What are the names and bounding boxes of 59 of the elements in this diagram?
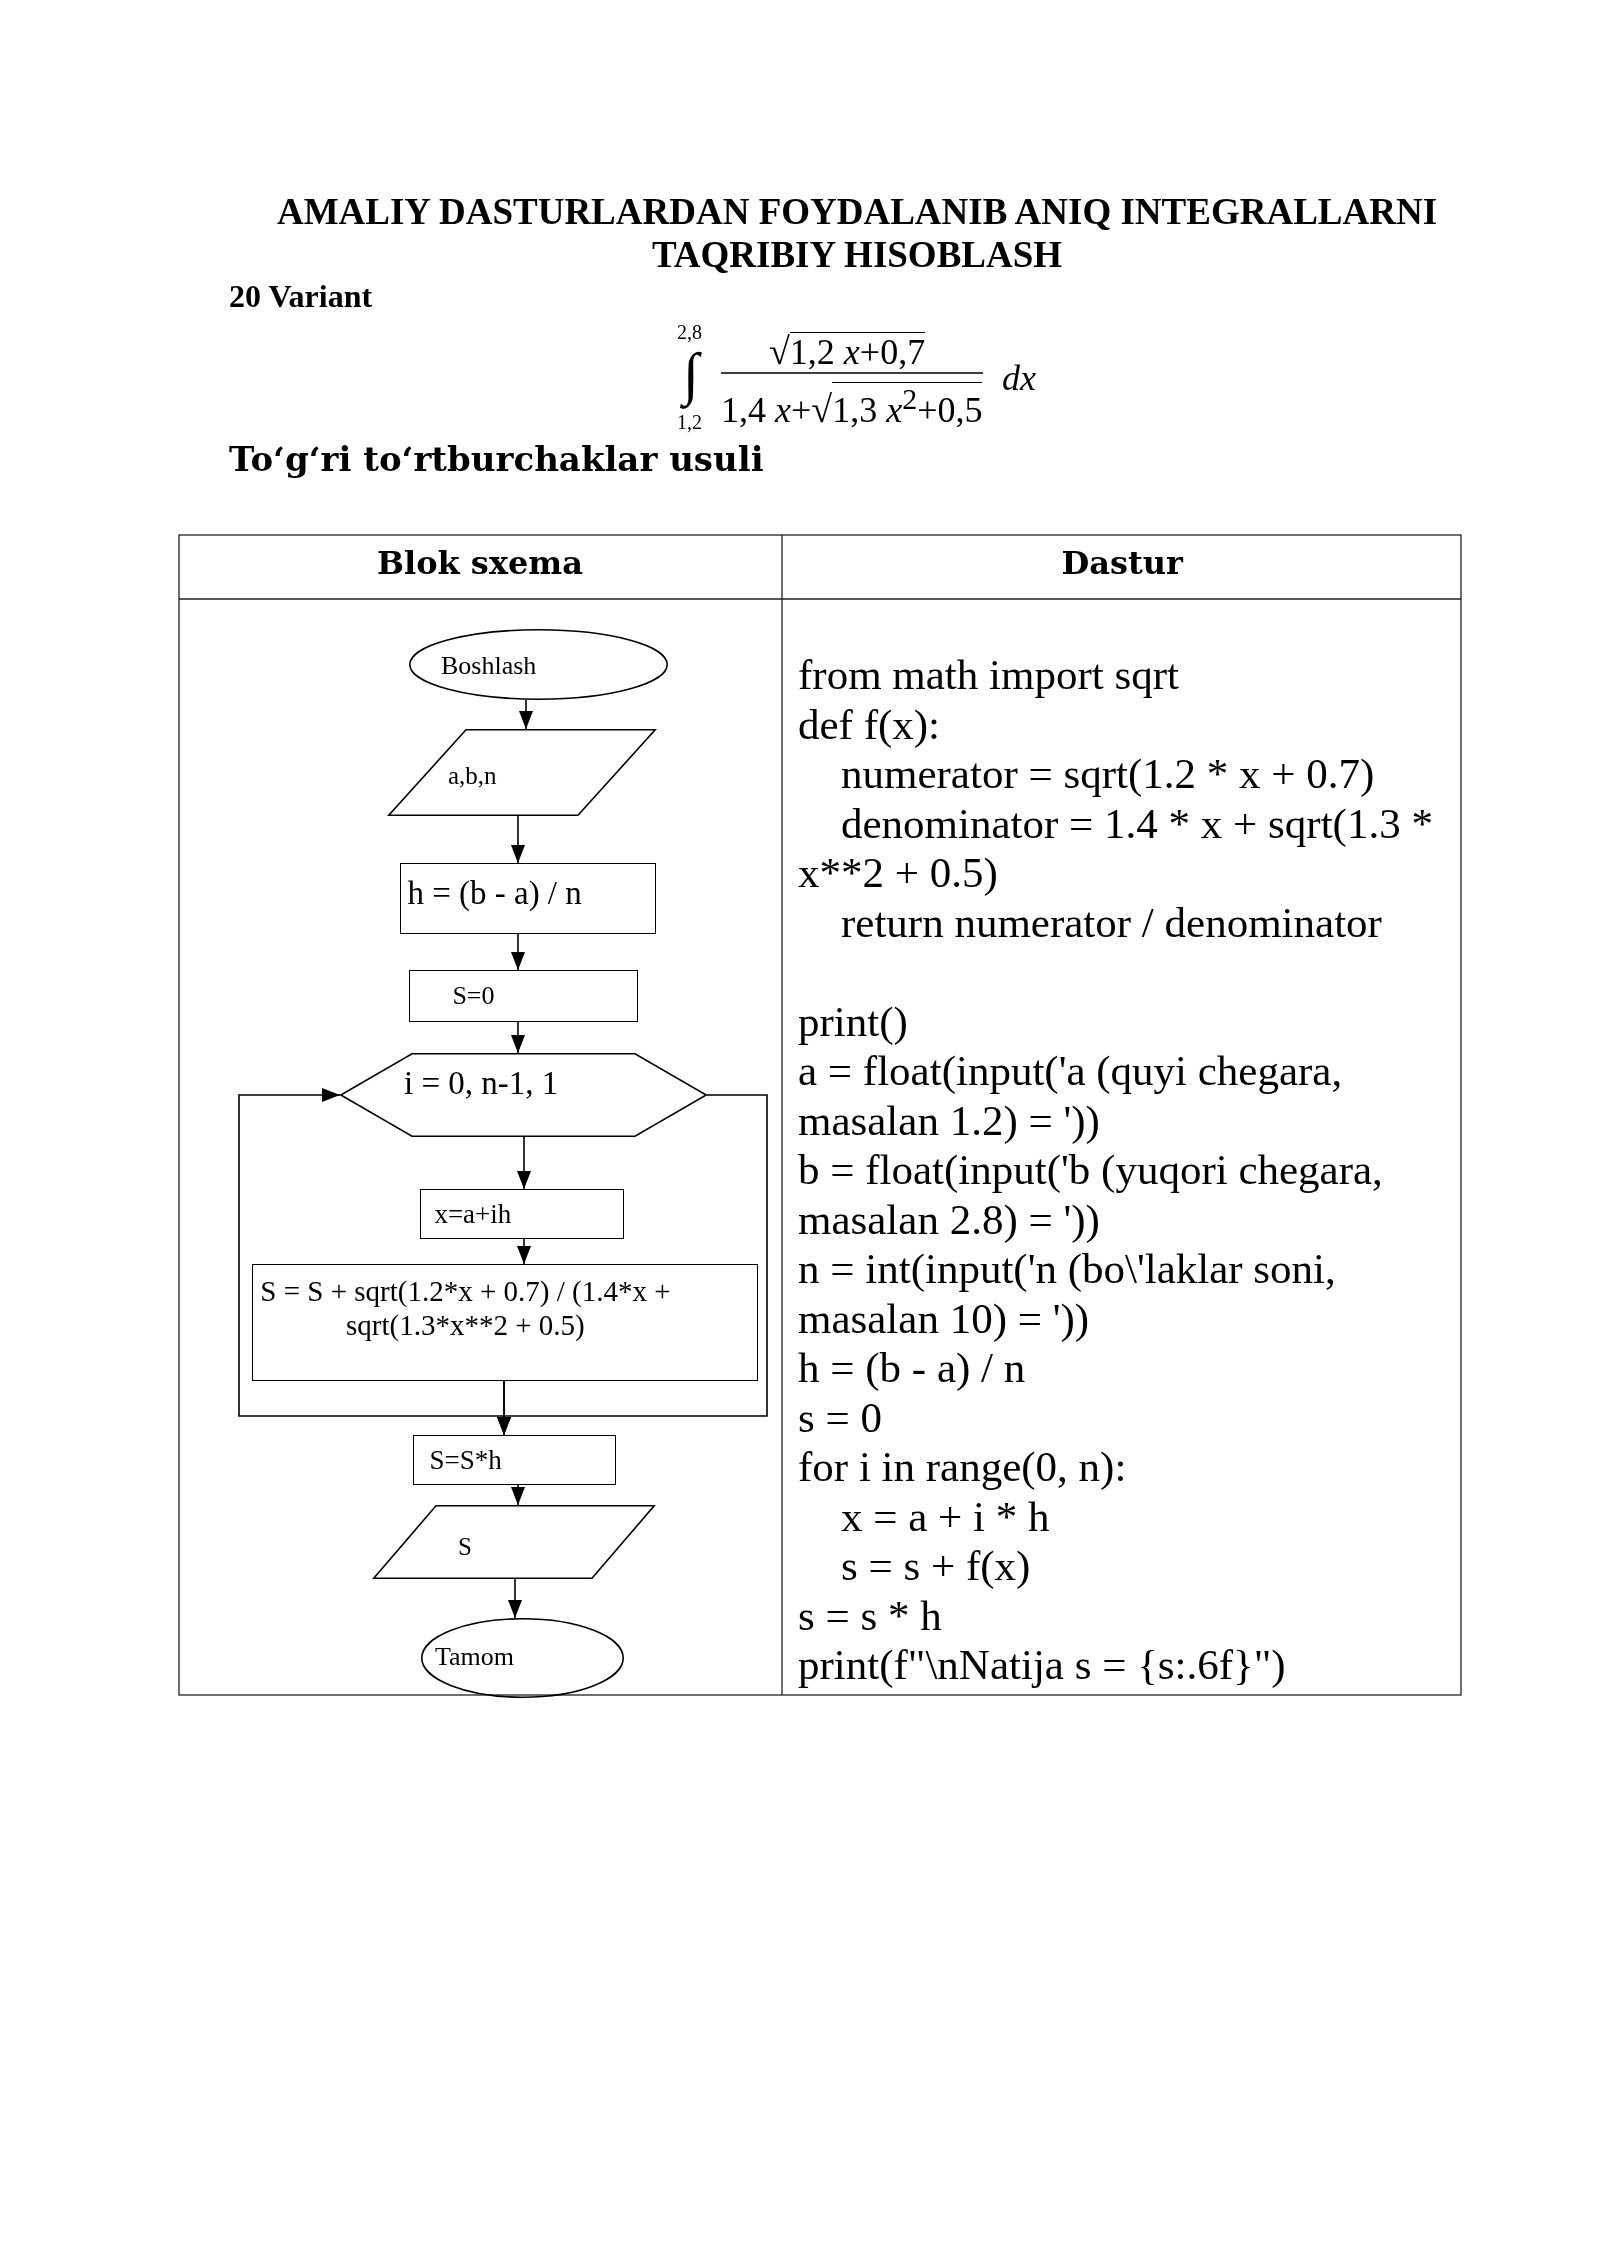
- code-line: b = float(input('b (yuqori chegara, masalan 2.8) = ')): [798, 1145, 1384, 1244]
- flow-arrow: [519, 699, 533, 730]
- end-ellipse: [421, 1618, 624, 1698]
- process-box: [252, 1264, 758, 1381]
- column-header: Dastur: [1061, 544, 1183, 582]
- flow-arrow: [511, 933, 525, 971]
- column-header: Blok sxema: [377, 544, 583, 582]
- step-text: x=a+ih: [434, 1198, 512, 1230]
- step-text: h = (b - a) / n: [407, 874, 582, 913]
- flow-arrow: [511, 815, 525, 864]
- radical-sign: √: [811, 390, 833, 428]
- step-text: Tamom: [435, 1642, 515, 1672]
- differential: dx: [1002, 357, 1036, 399]
- code-line: denominator = 1.4 * x + sqrt(1.3 * x**2 + 0.5): [798, 798, 1434, 898]
- code-line: print(f"\nNatija s = {s:.6f}"): [798, 1640, 1286, 1690]
- document-title: AMALIY DASTURLARDAN FOYDALANIB ANIQ INTEGRALLARNI TAQRIBIY HISOBLASH: [275, 190, 1439, 276]
- formula-denominator: 1,3 x$^{2}$+0,5: [832, 382, 983, 428]
- variant-label: 20 Variant: [229, 277, 373, 315]
- radical-sign: √: [769, 332, 790, 370]
- code-line: for i in range(0, n):: [798, 1442, 1127, 1492]
- process-box: [420, 1189, 624, 1239]
- flow-arrow: [508, 1578, 522, 1619]
- flow-arrow: [517, 1136, 531, 1190]
- code-line: x = a + i * h: [840, 1491, 1050, 1541]
- code-line: h = (b - a) / n: [798, 1343, 1026, 1393]
- code-line: s = s + f(x): [840, 1541, 1031, 1591]
- step-text: a,b,n: [448, 760, 497, 790]
- formula-denominator: 1,4 x+: [721, 392, 812, 428]
- step-text: S = S + sqrt(1.2*x + 0.7) / (1.4*x + sqrt(1.3*x**2 + 0.5): [259, 1274, 672, 1343]
- step-text: S=S*h: [429, 1444, 502, 1476]
- flow-arrow: [511, 1021, 525, 1054]
- output-parallelogram: [373, 1505, 655, 1579]
- flow-arrow: [517, 1238, 531, 1265]
- process-box: [413, 1435, 616, 1485]
- code-line: print(): [798, 996, 908, 1046]
- code-line: s = 0: [798, 1392, 882, 1442]
- step-text: Boshlash: [441, 651, 537, 681]
- step-text: i = 0, n-1, 1: [404, 1064, 559, 1102]
- step-text: S: [458, 1531, 472, 1561]
- section-heading: To‘g‘ri to‘rtburchaklar usuli: [229, 439, 764, 479]
- code-line: s = s * h: [798, 1590, 942, 1640]
- integral-limit: 2,8: [677, 320, 702, 344]
- process-box: [400, 863, 656, 934]
- code-line: numerator = sqrt(1.2 * x + 0.7): [840, 749, 1375, 799]
- integral-limit: 1,2: [677, 410, 702, 434]
- code-line: def f(x):: [798, 699, 941, 749]
- step-text: S=0: [452, 981, 495, 1012]
- input-parallelogram: [388, 729, 656, 816]
- code-line: n = int(input('n (bo\'laklar soni, masalan 10) = ')): [798, 1244, 1337, 1343]
- loop-arrow: [238, 1088, 505, 1417]
- process-box: [409, 970, 638, 1022]
- formula-numerator: 1,2 x+0,7: [789, 332, 926, 370]
- loop-hexagon: [340, 1053, 707, 1137]
- code-line: return numerator / denominator: [840, 897, 1382, 947]
- code-line: a = float(input('a (quyi chegara, masalan 1.2) = ')): [798, 1046, 1344, 1145]
- flow-arrow: [511, 1484, 525, 1506]
- code-line: from math import sqrt: [798, 650, 1179, 700]
- start-ellipse: [409, 629, 668, 700]
- loop-arrow: [497, 1094, 768, 1436]
